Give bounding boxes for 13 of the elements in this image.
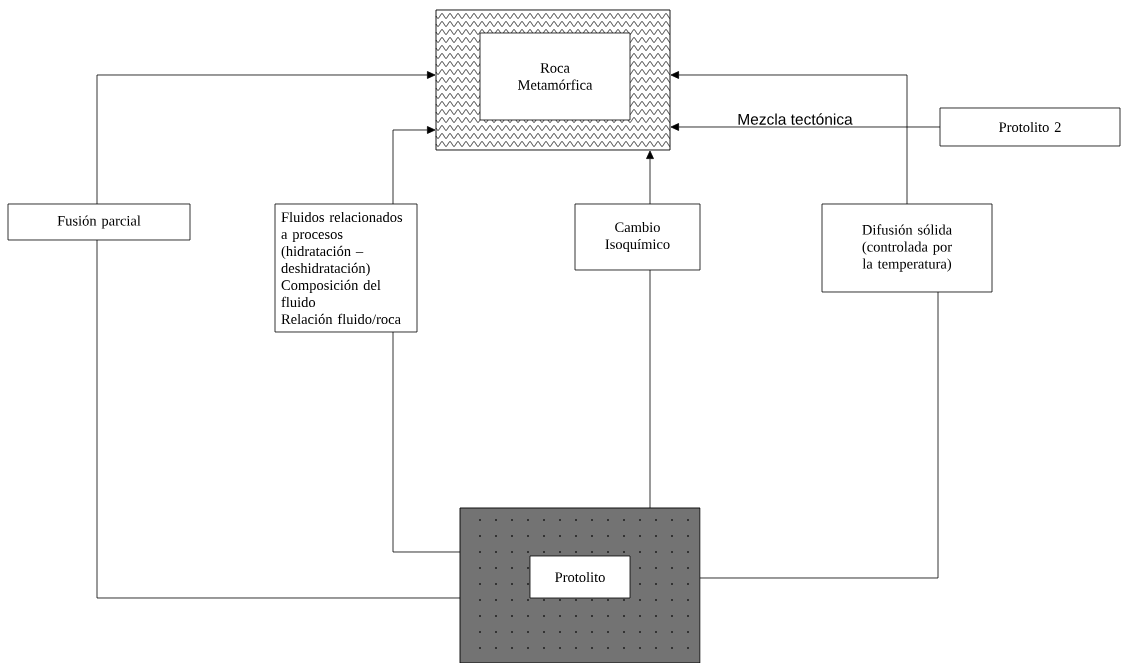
text-box: Protolito 2 — [939, 107, 1121, 147]
text-box: Protolito — [529, 555, 631, 599]
text-box: Fusión parcial — [7, 203, 191, 241]
text-box: Cambio Isoquímico — [574, 203, 701, 271]
text-box: Difusión sólida (controlada por la temperatura) — [821, 203, 993, 293]
arrow — [646, 150, 654, 205]
arrow — [670, 71, 908, 205]
text-box: Roca Metamórfica — [479, 32, 631, 121]
arrow — [670, 123, 941, 131]
arrow — [392, 126, 436, 205]
text-box: Fluidos relacionados a procesos (hidratación – deshidratación) Composición del fluido Relación fluido/roca — [274, 203, 418, 333]
edge-label: Mezcla tectónica — [738, 113, 853, 125]
arrow — [96, 71, 436, 205]
